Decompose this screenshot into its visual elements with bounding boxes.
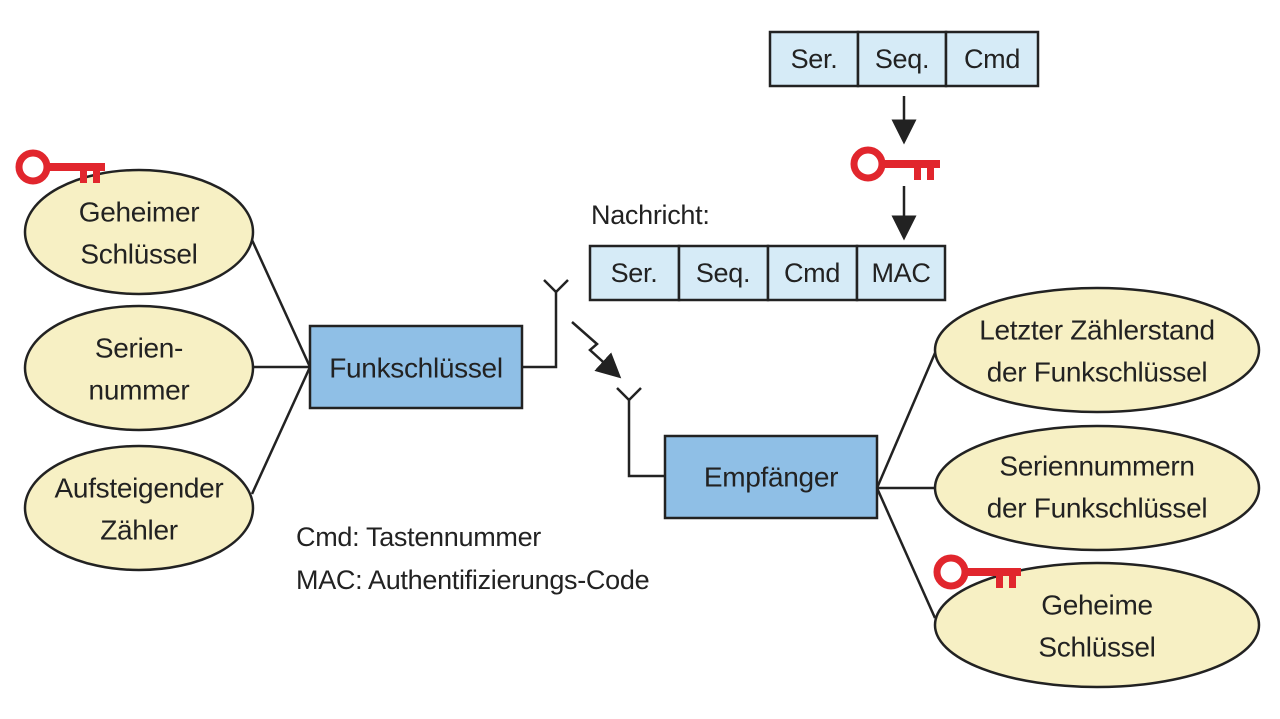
- input-field-seq: Seq.: [875, 44, 929, 74]
- transmitter-label: Funkschlüssel: [329, 353, 503, 384]
- key-icon: [933, 554, 1021, 590]
- right-connectors: [875, 352, 937, 619]
- node-secret-keys-line-1: Geheime: [1041, 590, 1153, 621]
- message-field-seq: Seq.: [696, 258, 750, 288]
- node-last-counter: Letzter Zählerstand der Funkschlüssel: [933, 286, 1261, 414]
- node-secret-key-line-1: Geheimer: [79, 197, 200, 228]
- input-field-cmd: Cmd: [964, 44, 1020, 74]
- input-field-ser: Ser.: [791, 44, 838, 74]
- legend-cmd: Cmd: Tastennummer: [296, 522, 541, 552]
- node-serial-number-line-1: Serien-: [95, 333, 183, 364]
- key-icon: [850, 146, 940, 182]
- transmitter-box: Funkschlüssel: [308, 324, 524, 410]
- node-serial-numbers: Seriennummern der Funkschlüssel: [933, 424, 1261, 552]
- antenna-icon: [522, 279, 569, 369]
- node-last-counter-line-1: Letzter Zählerstand: [979, 315, 1215, 346]
- receiver-label: Empfänger: [704, 462, 838, 493]
- message-label: Nachricht:: [591, 200, 710, 230]
- node-secret-key-line-2: Schlüssel: [80, 239, 197, 270]
- key-icon: [15, 149, 105, 185]
- message-field-cmd: Cmd: [784, 258, 840, 288]
- left-connectors: [250, 239, 312, 495]
- node-counter-line-1: Aufsteigender: [55, 473, 224, 504]
- input-fields: Ser. Seq. Cmd: [768, 30, 1040, 88]
- node-serial-numbers-line-2: der Funkschlüssel: [987, 493, 1208, 524]
- node-serial-number-line-2: nummer: [89, 375, 190, 406]
- node-counter: Aufsteigender Zähler: [23, 444, 255, 572]
- node-secret-key: Geheimer Schlüssel: [23, 168, 255, 296]
- node-last-counter-line-2: der Funkschlüssel: [987, 357, 1208, 388]
- message-field-mac: MAC: [871, 258, 930, 288]
- radio-signal-icon: [571, 321, 622, 379]
- receiver-box: Empfänger: [663, 434, 879, 520]
- node-counter-line-2: Zähler: [100, 515, 178, 546]
- message-fields: Ser. Seq. Cmd MAC: [588, 244, 947, 302]
- node-serial-number: Serien- nummer: [23, 304, 255, 432]
- node-secret-keys: Geheime Schlüssel: [933, 561, 1261, 689]
- antenna-icon: [616, 387, 665, 478]
- node-secret-keys-line-2: Schlüssel: [1038, 632, 1155, 663]
- legend-mac: MAC: Authentifizierungs-Code: [296, 565, 649, 595]
- node-serial-numbers-line-1: Seriennummern: [999, 451, 1194, 482]
- message-field-ser: Ser.: [611, 258, 658, 288]
